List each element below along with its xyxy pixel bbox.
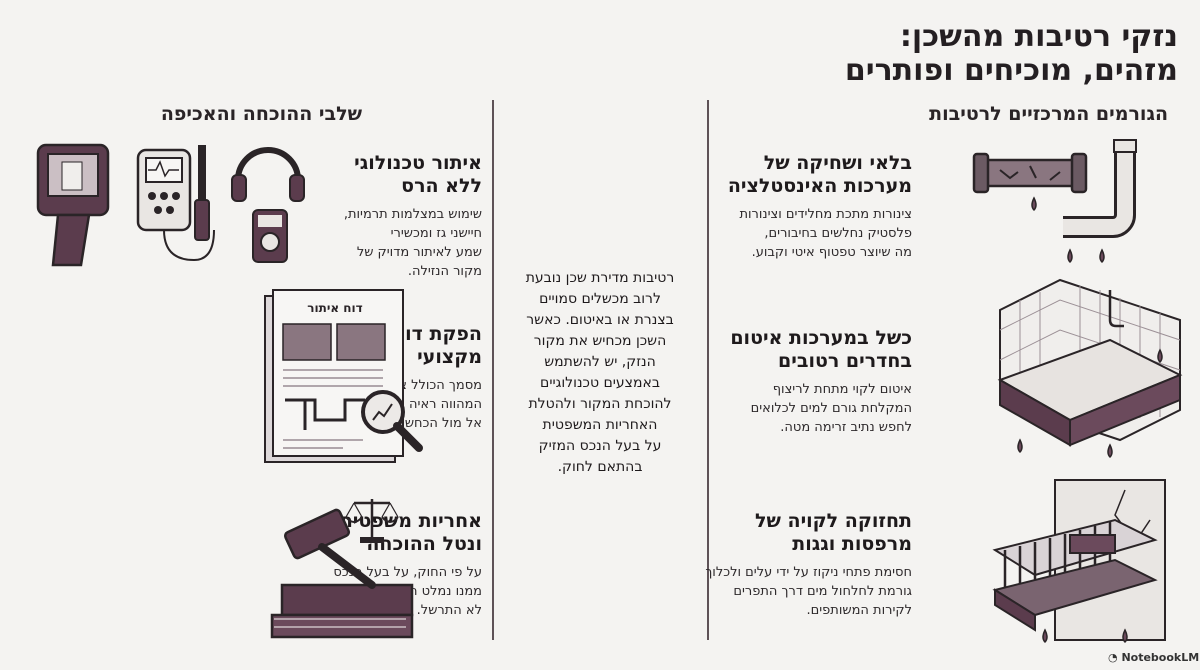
cause-sealing-title-line: בחדרים רטובים xyxy=(778,350,912,372)
title-line-2: מזהים, מוכיחים ופותרים xyxy=(844,53,1178,88)
cause-plumbing-text: צינורות מתכת מחלידים וצינורות פלסטיק נחל… xyxy=(582,205,912,262)
report-document-illustration: דוח איתור xyxy=(264,289,423,463)
cause-balcony-title-line: מרפסות וגגות xyxy=(792,533,912,555)
cause-balcony-title-line: תחזוקה לקויה של xyxy=(755,510,912,532)
brand-icon: ◔ xyxy=(1108,651,1122,664)
step-report-title-line: מקצועי xyxy=(417,346,482,368)
left-column-heading: שלבי ההוכחה והאכיפה xyxy=(160,103,362,125)
text-line: לקירות המשותפים. xyxy=(806,603,912,618)
text-line: שימוש במצלמות תרמיות, xyxy=(343,207,482,222)
summary-line: להוכחת המקור ולהטלת xyxy=(528,396,672,412)
brand-label: ◔ NotebookLM xyxy=(1108,651,1199,664)
summary-line: השכן מכחיש את מקור xyxy=(533,333,667,349)
text-line: פלסטיק נחלשים בחיבורים, xyxy=(764,226,912,241)
summary-line: בהתאם לחוק. xyxy=(557,459,643,475)
cause-sealing-title-line: כשל במערכות איטום xyxy=(730,327,912,349)
text-line: לא התרשל. xyxy=(416,603,482,618)
text-line: מקור הנזילה. xyxy=(407,264,482,279)
step-detection-text: שימוש במצלמות תרמיות, חיישני גז ומכשירי … xyxy=(282,205,482,281)
shower-illustration xyxy=(997,278,1183,459)
text-line: איטום לקוי מתחת לריצוף xyxy=(772,382,912,397)
text-line: על פי החוק, על בעל הנכס xyxy=(333,565,482,580)
step-detection-title: איתור טכנולוגי ללא הרס xyxy=(282,152,482,198)
cause-balcony-text: חסימת פתחי ניקוז על ידי עלים ולכלוך גורמ… xyxy=(582,563,912,620)
left-divider xyxy=(492,100,494,640)
text-line: המקלחת גורם למים לכלואים xyxy=(750,401,912,416)
summary-line: באמצעים טכנולוגיים xyxy=(540,375,660,391)
text-line: שמע לאיתור מדויק של xyxy=(356,245,482,260)
center-summary: רטיבות מדירת שכן נובעת לרוב מכשלים סמויי… xyxy=(500,268,700,478)
cause-plumbing-title-line: בלאי ושחיקה של xyxy=(763,152,912,174)
cause-sealing-text: איטום לקוי מתחת לריצוף המקלחת גורם למים … xyxy=(582,380,912,437)
title-line-1: נזקי רטיבות מהשכן: xyxy=(899,19,1178,54)
right-column-heading: הגורמים המרכזיים לרטיבות xyxy=(929,103,1168,125)
detection-devices-illustration xyxy=(36,143,305,267)
summary-line: בצנרת או באיטום. כאשר xyxy=(526,312,674,328)
cause-sealing-title: כשל במערכות איטום בחדרים רטובים xyxy=(582,327,912,373)
pipes-illustration xyxy=(972,139,1137,264)
text-line: מה שיוצר טפטוף איטי וקבוע. xyxy=(751,245,912,260)
text-line: חיישני גז ומכשירי xyxy=(390,226,482,241)
cause-plumbing-title: בלאי ושחיקה של מערכות האינסטלציה xyxy=(582,152,912,198)
step-detection-title-line: איתור טכנולוגי xyxy=(354,152,482,174)
step-legal-title-line: ונטל ההוכחה xyxy=(366,533,482,555)
balcony-illustration xyxy=(992,479,1166,644)
main-title: נזקי רטיבות מהשכן: מזהים, מוכיחים ופותרי… xyxy=(658,20,1178,88)
step-legal-title-line: אחריות משפטית xyxy=(339,510,482,532)
cause-balcony-title: תחזוקה לקויה של מרפסות וגגות xyxy=(582,510,912,556)
brand-text: NotebookLM xyxy=(1121,651,1200,664)
summary-line: לרוב מכשלים סמויים xyxy=(539,291,661,307)
summary-line: על בעל הנכס המזיק xyxy=(538,438,662,454)
text-line: חסימת פתחי ניקוז על ידי עלים ולכלוך xyxy=(705,565,912,580)
text-line: גורמת לחלחול מים דרך התפרים xyxy=(733,584,912,599)
report-label: דוח איתור xyxy=(307,301,362,315)
summary-line: הנזק, יש להשתמש xyxy=(544,354,656,370)
summary-line: האחריות המשפטית xyxy=(542,417,658,433)
right-divider xyxy=(707,100,709,640)
gavel-book-illustration xyxy=(270,499,414,639)
summary-line: רטיבות מדירת שכן נובעת xyxy=(525,270,675,286)
cause-plumbing-title-line: מערכות האינסטלציה xyxy=(727,175,912,197)
text-line: לחפש נתיב זרימה מטה. xyxy=(780,420,912,435)
step-detection-title-line: ללא הרס xyxy=(401,175,482,197)
step-legal-title: אחריות משפטית ונטל ההוכחה xyxy=(252,510,482,556)
text-line: צינורות מתכת מחלידים וצינורות xyxy=(739,207,912,222)
